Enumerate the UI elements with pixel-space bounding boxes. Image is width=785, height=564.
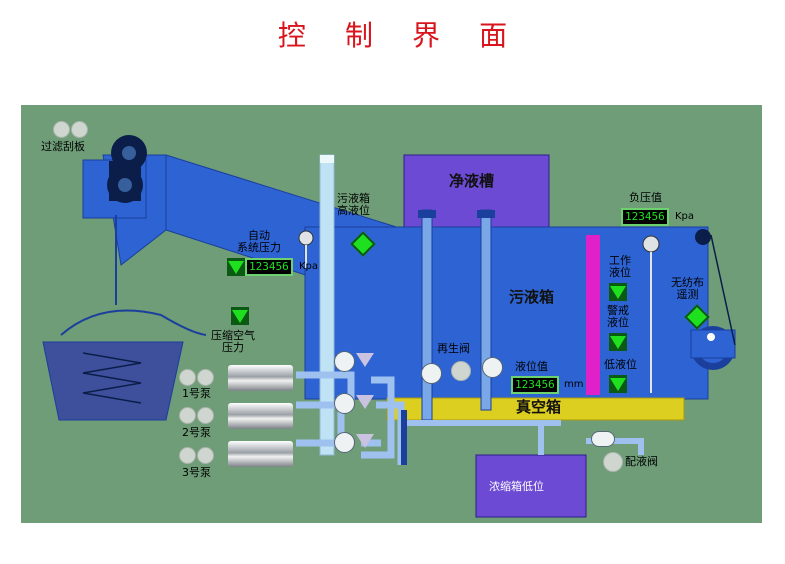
indicator-lamp	[71, 121, 88, 138]
down-triangle-icon	[610, 286, 626, 299]
pump3-valve[interactable]	[334, 432, 355, 453]
pipe	[480, 209, 492, 411]
title-char: 制	[344, 19, 373, 52]
label-dirty-tank: 污液箱	[509, 288, 555, 306]
label-vacuum-box: 真空箱	[516, 398, 562, 416]
control-panel: 过滤刮板 净液槽 污液箱 真空箱 污液箱 高液位 负压值 123456 Kpa …	[21, 105, 762, 523]
label-clean-tank: 净液槽	[449, 172, 495, 190]
discharge-lamp	[603, 452, 623, 472]
label-concentrate-low: 浓缩箱低位	[489, 480, 544, 493]
down-triangle-icon	[610, 336, 626, 349]
label-level-value: 液位值	[515, 360, 548, 373]
page-title: 控 制 界 面	[0, 14, 785, 54]
check-valve-icon	[356, 434, 374, 448]
label-no-cloth: 无纺布 遥测	[671, 276, 704, 301]
label-filter-scraper: 过滤刮板	[41, 140, 85, 153]
pump1[interactable]	[228, 365, 293, 391]
dirty-tank	[304, 226, 709, 400]
label-compressed-air: 压缩空气 压力	[211, 329, 255, 354]
title-char: 控	[277, 19, 306, 52]
pressure-gauge-icon	[642, 235, 660, 393]
waste-bin	[42, 341, 184, 421]
neg-pressure-display: 123456	[621, 208, 669, 226]
level-display: 123456	[511, 376, 559, 394]
level-bar	[586, 235, 600, 395]
check-valve-icon	[356, 353, 374, 367]
sight-glass	[319, 154, 335, 456]
regen-valve-lamp	[451, 361, 471, 381]
system-pressure-unit: Kpa	[299, 261, 319, 272]
alarm-level-indicator	[609, 333, 627, 351]
title-char: 界	[412, 19, 441, 52]
pump3-lamp	[197, 447, 214, 464]
level-unit: mm	[564, 379, 584, 390]
indicator-lamp	[53, 121, 70, 138]
pressure-gauge-icon	[298, 230, 314, 268]
low-level-indicator	[609, 375, 627, 393]
pump1-valve[interactable]	[334, 351, 355, 372]
regen-valve-left[interactable]	[421, 363, 442, 384]
check-valve-icon	[356, 395, 374, 409]
down-triangle-icon	[228, 261, 244, 274]
label-work-level: 工作 液位	[609, 254, 631, 279]
label-alarm-level: 警戒 液位	[607, 304, 629, 329]
pump2-lamp	[197, 407, 214, 424]
neg-pressure-unit: Kpa	[675, 211, 695, 222]
pressure-alarm	[227, 258, 245, 276]
pump3[interactable]	[228, 441, 293, 467]
down-triangle-icon	[610, 378, 626, 391]
concentrate-tank	[475, 454, 587, 518]
pump2-lamp	[179, 407, 196, 424]
pipe	[421, 209, 433, 421]
label-pump3: 3号泵	[182, 466, 211, 479]
label-neg-pressure: 负压值	[629, 191, 662, 204]
label-system-pressure: 自动 系统压力	[237, 229, 281, 254]
title-char: 面	[479, 19, 508, 52]
pump2[interactable]	[228, 403, 293, 429]
regen-valve-right[interactable]	[482, 357, 503, 378]
discharge-valve[interactable]	[591, 431, 615, 447]
pump3-lamp	[179, 447, 196, 464]
label-low-level: 低液位	[604, 358, 637, 371]
air-pressure-alarm	[231, 307, 249, 325]
label-dirty-tank-high: 污液箱 高液位	[337, 192, 370, 217]
pump1-lamp	[197, 369, 214, 386]
pump1-lamp	[179, 369, 196, 386]
label-pump1: 1号泵	[182, 387, 211, 400]
label-discharge-valve: 配液阀	[625, 455, 658, 468]
process-diagram	[42, 135, 736, 518]
system-pressure-display: 123456	[245, 258, 293, 276]
work-level-indicator	[609, 283, 627, 301]
label-regen-valve: 再生阀	[437, 342, 470, 355]
down-triangle-icon	[232, 310, 248, 323]
pump2-valve[interactable]	[334, 393, 355, 414]
label-pump2: 2号泵	[182, 426, 211, 439]
